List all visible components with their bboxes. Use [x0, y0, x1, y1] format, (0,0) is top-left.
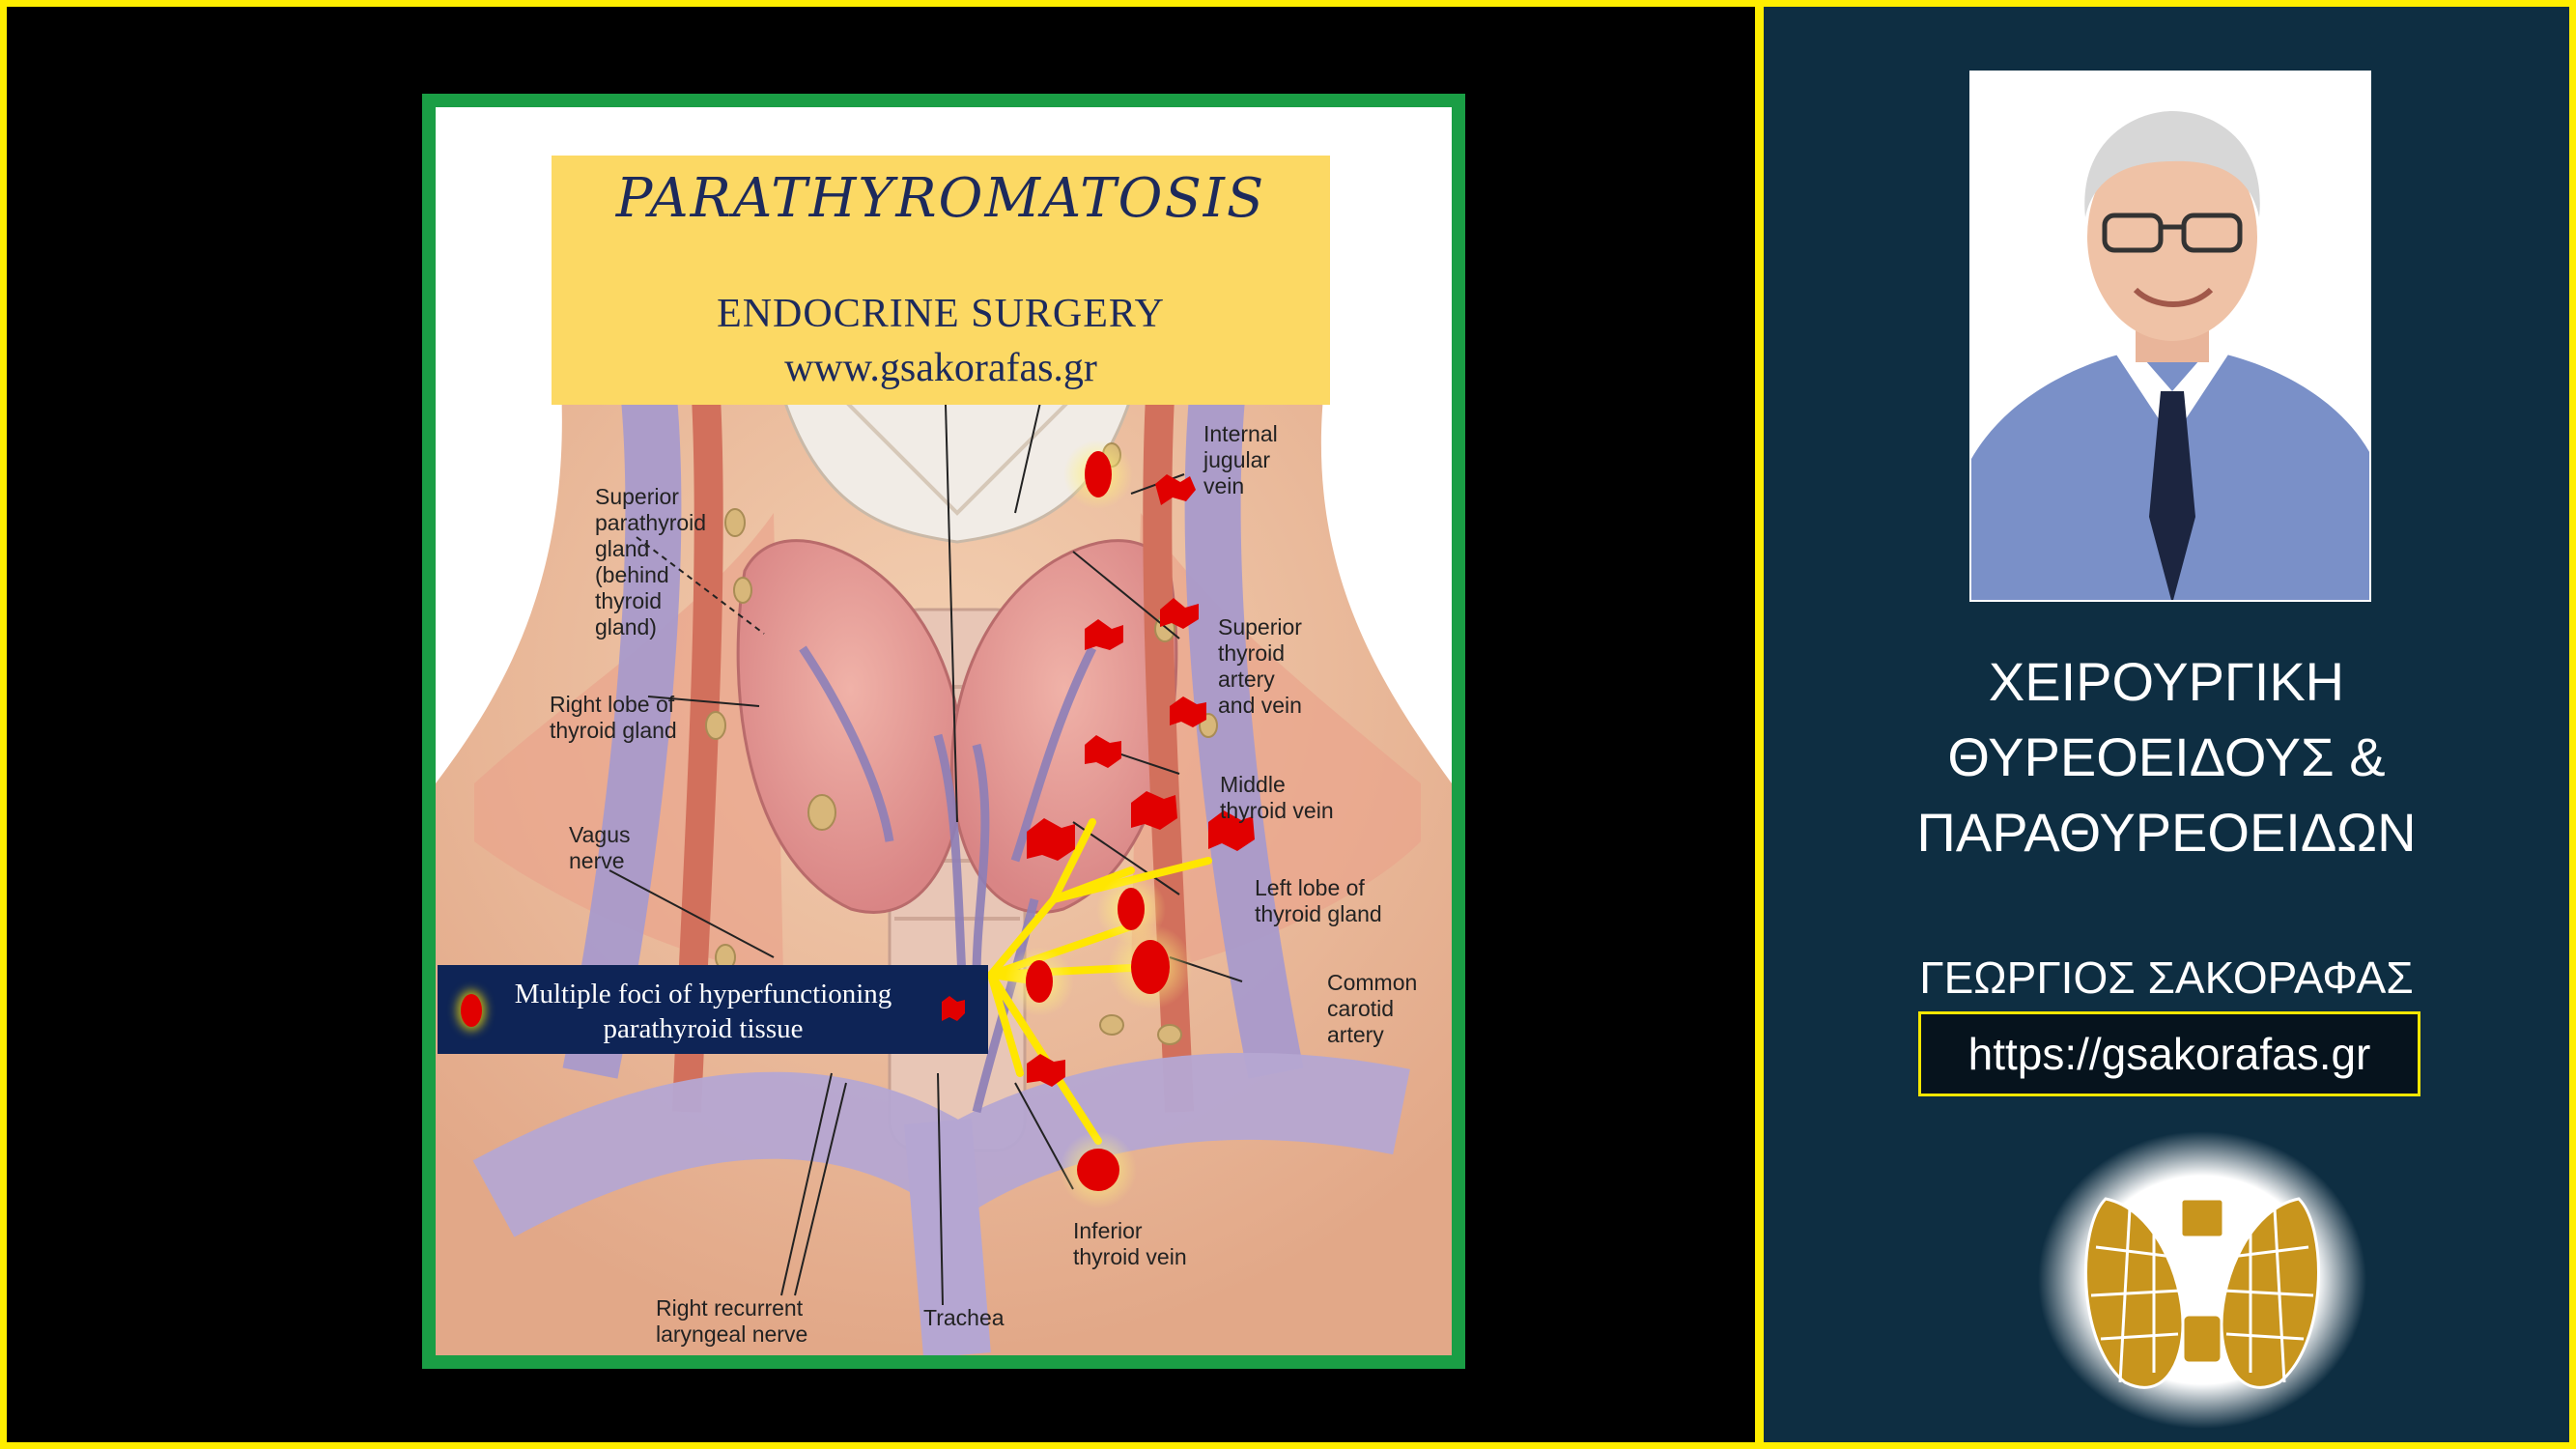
- right-panel: ΧΕΙΡΟΥΡΓΙΚΗ ΘΥΡΕΟΕΙΔΟΥΣ & ΠΑΡΑΘΥΡΕΟΕΙΔΩΝ…: [1764, 7, 2569, 1442]
- label-right-lobe: Right lobe of thyroid gland: [550, 692, 677, 743]
- label-recurrent-laryngeal: Right recurrent laryngeal nerve: [656, 1295, 808, 1347]
- label-trachea: Trachea: [923, 1305, 1005, 1330]
- panel-divider: [1755, 0, 1764, 1449]
- title-banner: PARATHYROMATOSIS ENDOCRINE SURGERY www.g…: [552, 156, 1330, 405]
- specialty-line-3: ΠΑΡΑΘΥΡΕΟΕΙΔΩΝ: [1916, 802, 2417, 863]
- red-focus-dot-icon: [461, 994, 482, 1027]
- label-superior-parathyroid: Superior parathyroid gland (behind thyro…: [595, 484, 707, 639]
- surgeon-portrait: [1969, 71, 2371, 602]
- label-inferior-thyroid: Inferior thyroid vein: [1073, 1218, 1187, 1269]
- left-panel: PARATHYROMATOSIS ENDOCRINE SURGERY www.g…: [7, 7, 1755, 1442]
- banner-title: PARATHYROMATOSIS: [615, 167, 1266, 230]
- specialty-line-2: ΘΥΡΕΟΕΙΔΟΥΣ &: [1947, 726, 2386, 787]
- legend-text: Multiple foci of hyperfunctioning parath…: [514, 979, 892, 1044]
- thyroid-mosaic-logo-icon: [2038, 1131, 2366, 1429]
- portrait-illustration: [1971, 72, 2369, 600]
- banner-url: www.gsakorafas.gr: [784, 346, 1097, 390]
- legend-box: Multiple foci of hyperfunctioning parath…: [438, 965, 988, 1054]
- anatomy-card: PARATHYROMATOSIS ENDOCRINE SURGERY www.g…: [422, 94, 1465, 1369]
- banner-subtitle: ENDOCRINE SURGERY: [717, 292, 1165, 336]
- specialty-title: ΧΕΙΡΟΥΡΓΙΚΗ ΘΥΡΕΟΕΙΔΟΥΣ & ΠΑΡΑΘΥΡΕΟΕΙΔΩΝ: [1764, 644, 2569, 870]
- label-internal-jugular: Internal jugular vein: [1203, 421, 1278, 498]
- label-left-lobe: Left lobe of thyroid gland: [1255, 875, 1382, 926]
- label-superior-thyroid: Superior thyroid artery and vein: [1218, 614, 1302, 718]
- label-common-carotid: Common carotid artery: [1327, 970, 1418, 1047]
- label-vagus-nerve: Vagus nerve: [569, 822, 631, 873]
- red-focus-splat-icon: [942, 996, 965, 1021]
- surgeon-name: ΓΕΩΡΓΙΟΣ ΣΑΚΟΡΑΦΑΣ: [1919, 952, 2414, 1003]
- specialty-line-1: ΧΕΙΡΟΥΡΓΙΚΗ: [1988, 651, 2345, 712]
- website-link[interactable]: https://gsakorafas.gr: [1918, 1011, 2420, 1096]
- label-middle-thyroid: Middle thyroid vein: [1220, 772, 1334, 823]
